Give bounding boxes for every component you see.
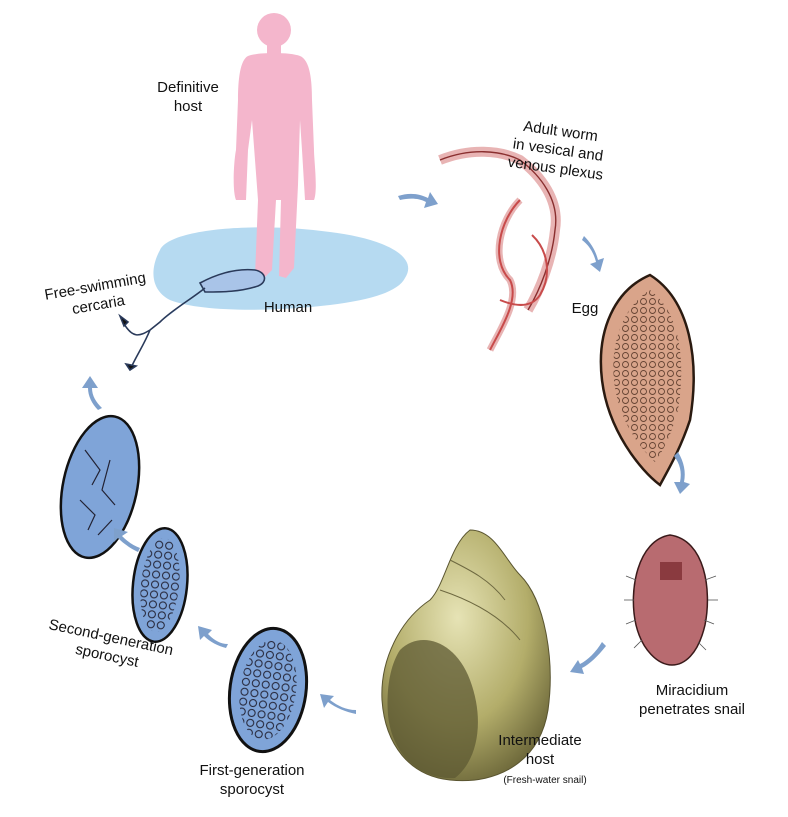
arrow-miracidium-to-snail-icon: [570, 642, 606, 674]
second-generation-sporocyst-icon: [131, 526, 189, 644]
arrow-first-to-second-sporocyst-icon: [198, 626, 228, 648]
sporocyst-with-cercariae-icon: [59, 414, 141, 560]
label-cercaria: Free-swimmingcercaria: [43, 269, 150, 322]
arrow-human-to-worm-icon: [398, 192, 438, 208]
first-generation-sporocyst-icon: [227, 626, 309, 754]
label-fresh-water-snail: (Fresh-water snail): [503, 775, 586, 786]
label-adult-worm: Adult wormin vesical andvenous plexus: [507, 116, 610, 183]
arrow-second-to-sporocyst-icon: [114, 528, 140, 552]
human-silhouette-icon: [233, 13, 316, 280]
snail-icon: [381, 529, 551, 782]
adult-worm-icon: [438, 146, 561, 352]
arrow-snail-to-first-sporocyst-icon: [320, 694, 356, 714]
arrow-egg-to-miracidium-icon: [674, 452, 690, 494]
cercaria-icon: [118, 268, 266, 372]
miracidium-icon: [624, 534, 718, 666]
arrow-sporocyst-to-cercaria-icon: [82, 376, 102, 410]
label-egg: Egg: [572, 300, 599, 317]
label-human: Human: [264, 299, 312, 316]
cycle-arrows: [82, 192, 690, 714]
arrow-worm-to-egg-icon: [582, 236, 604, 272]
egg-icon: [599, 273, 695, 487]
